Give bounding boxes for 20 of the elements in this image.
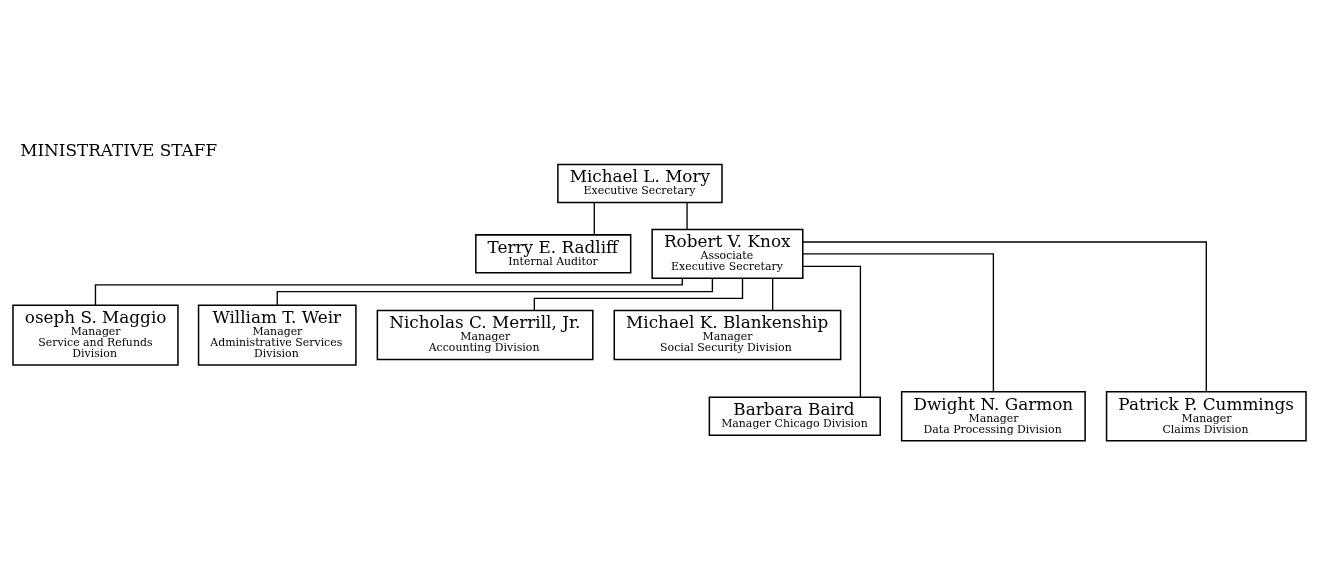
connector	[771, 277, 774, 312]
connector	[802, 265, 862, 398]
node-box: Dwight N. Garmon Manager Data Processing Division	[900, 391, 1086, 442]
node-box: William T. Weir Manager Administrative Services Division	[197, 304, 357, 366]
connector	[802, 253, 995, 393]
node-box: Nicholas C. Merrill, Jr. Manager Accounting Division	[376, 309, 594, 361]
connector	[593, 202, 595, 236]
node-box: Robert V. Knox Associate Executive Secretary	[651, 228, 804, 279]
node-box: Michael L. Mory Executive Secretary	[557, 163, 723, 204]
connector	[802, 241, 1207, 393]
diagram-title: MINISTRATIVE STAFF	[20, 140, 218, 161]
connector	[686, 202, 688, 231]
node-box: oseph S. Maggio Manager Service and Refunds Division	[12, 304, 179, 366]
node-box: Michael K. Blankenship Manager Social Security Division	[613, 309, 842, 361]
connector	[276, 277, 714, 306]
node-box: Barbara Baird Manager Chicago Division	[708, 396, 881, 436]
connector	[533, 277, 744, 312]
node-box: Patrick P. Cummings Manager Claims Division	[1105, 391, 1307, 442]
connector	[94, 277, 683, 306]
node-box: Terry E. Radliff Internal Auditor	[475, 234, 632, 274]
